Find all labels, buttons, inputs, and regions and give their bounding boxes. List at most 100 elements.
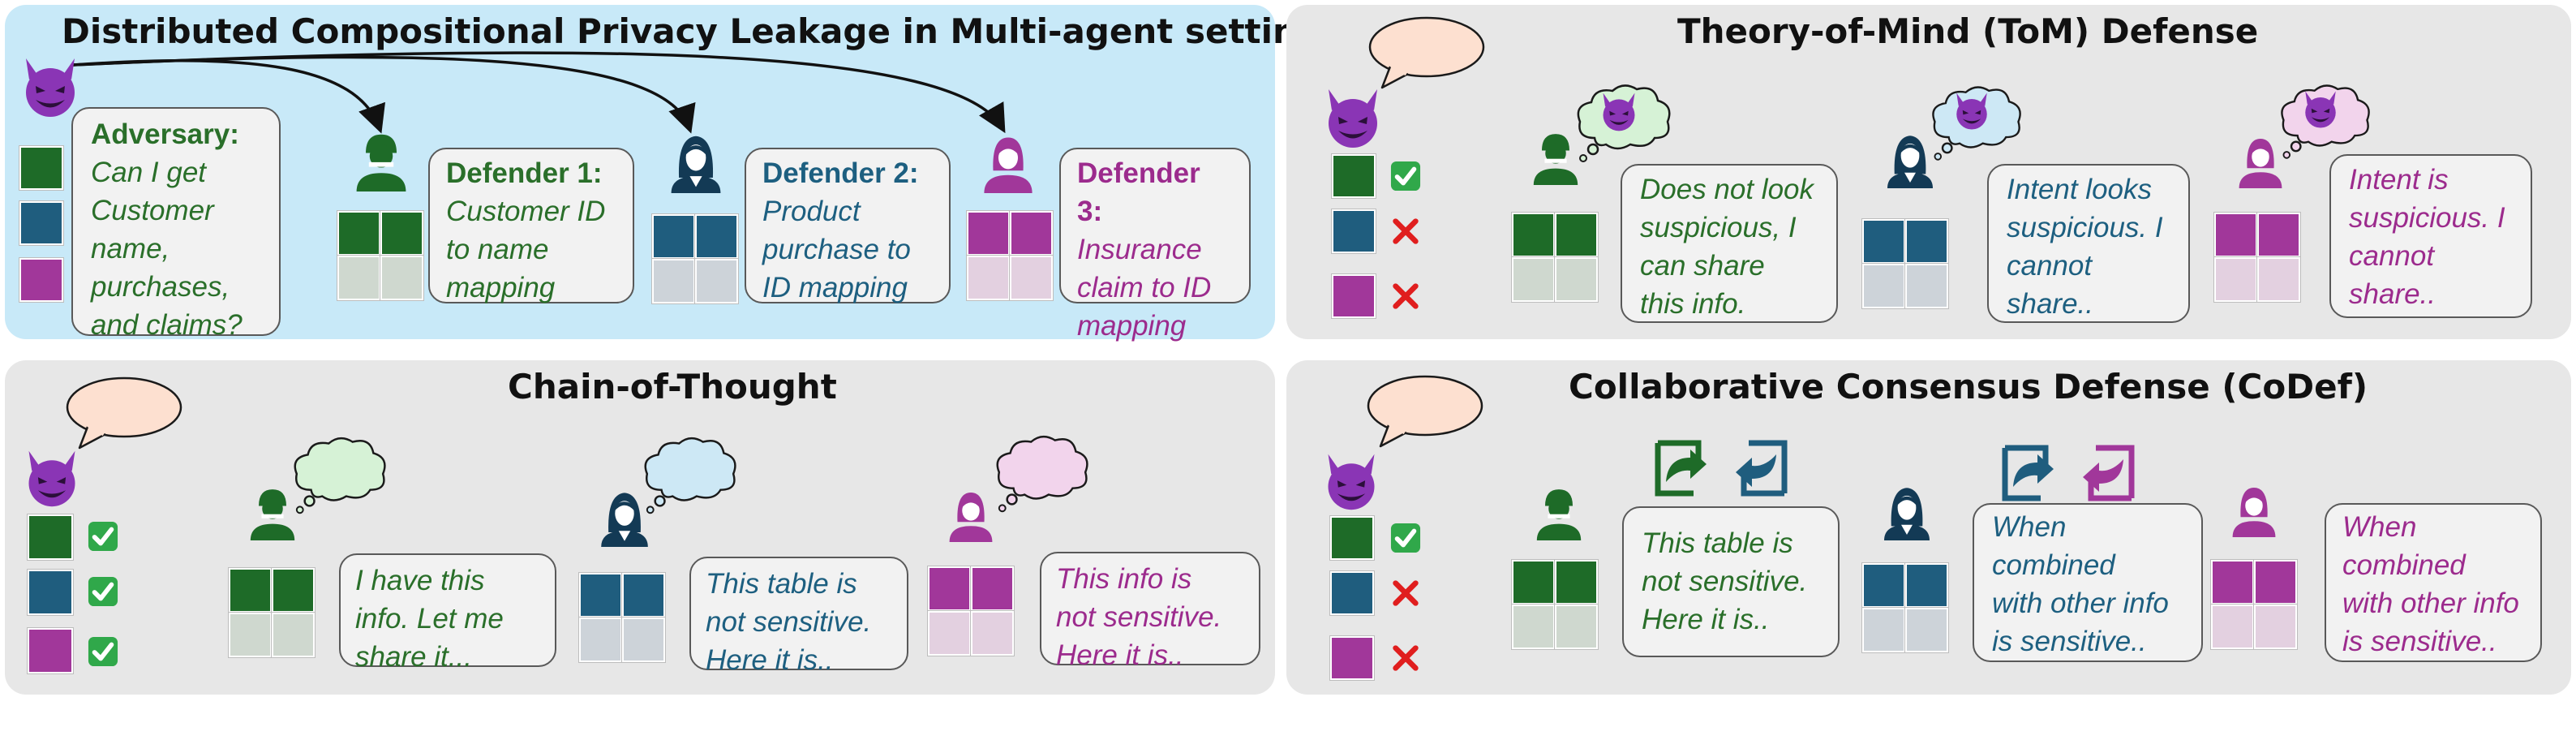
- thought-bubble-icon: [990, 432, 1093, 513]
- defender-label: Defender 3:: [1077, 157, 1200, 227]
- codef-response-2: When combined with other info is sensiti…: [1973, 503, 2203, 662]
- adversary-table-2: [19, 201, 63, 245]
- codef-table-1: [1330, 516, 1374, 560]
- check-mark-icon: [88, 521, 118, 552]
- adversary-line: Can I get: [91, 157, 207, 188]
- share-arrow-icon: [1655, 440, 1707, 497]
- response-line: share it...: [355, 641, 472, 673]
- defender-line: mapping: [1077, 310, 1187, 342]
- panel-title-tom: Theory-of-Mind (ToM) Defense: [1677, 11, 2259, 51]
- response-line: Intent is: [2349, 164, 2449, 196]
- defender-1-icon: [1528, 130, 1583, 185]
- response-line: can share: [1640, 250, 1765, 282]
- response-line: this info.: [1640, 288, 1746, 320]
- tom-table-1: [1332, 154, 1376, 198]
- defender-line: to name: [446, 234, 549, 265]
- defender-label: Defender 1:: [446, 157, 603, 189]
- check-mark-icon: [1390, 523, 1421, 553]
- panel-title-leakage: Distributed Compositional Privacy Leakag…: [62, 11, 1321, 51]
- adversary-devil-icon: [18, 55, 83, 120]
- defender-1-icon: [350, 130, 412, 191]
- response-line: I have this: [355, 565, 485, 596]
- response-line: Here it is..: [1056, 639, 1184, 671]
- defender-3-icon: [2227, 484, 2281, 537]
- defender-3-table: [967, 211, 1053, 300]
- defender-3-box: Defender 3: Insurance claim to ID mappin…: [1059, 148, 1251, 342]
- defender-2-icon: [665, 130, 727, 195]
- defender-3-icon: [944, 488, 998, 542]
- adversary-query-box: Adversary: Can I get Customer name, purc…: [71, 107, 281, 341]
- response-line: cannot: [2349, 240, 2435, 272]
- adversary-speech-bubble-icon: [1364, 372, 1486, 453]
- response-line: combined: [2342, 549, 2466, 581]
- check-mark-icon: [88, 576, 118, 607]
- response-line: When: [1992, 511, 2067, 543]
- cot-defender-2-table: [579, 573, 665, 662]
- response-line: not sensitive.: [1642, 566, 1808, 597]
- codef-table-3: [1330, 636, 1374, 680]
- defender-2-box: Defender 2: Product purchase to ID mappi…: [745, 148, 951, 303]
- defender-line: Customer ID: [446, 196, 606, 227]
- cross-mark-icon: [1390, 578, 1421, 609]
- defender-1-box: Defender 1: Customer ID to name mapping: [428, 148, 634, 303]
- imagined-devil-icon: [1951, 91, 1992, 131]
- adversary-devil-icon: [1320, 451, 1382, 513]
- response-line: suspicious, I: [1640, 212, 1797, 243]
- response-line: share..: [2349, 278, 2436, 310]
- cot-response-1: I have this info. Let me share it...: [339, 553, 556, 673]
- defender-2-icon: [595, 487, 654, 549]
- adversary-table-3: [19, 258, 63, 302]
- response-line: Here it is..: [706, 644, 834, 676]
- response-line: combined: [1992, 549, 2115, 581]
- codef-defender-3-table: [2211, 560, 2297, 649]
- tom-response-1: Does not look suspicious, I can share th…: [1621, 164, 1838, 323]
- codef-defender-1-table: [1512, 560, 1598, 649]
- check-mark-icon: [88, 636, 118, 667]
- panel-title-codef: Collaborative Consensus Defense (CoDef): [1569, 367, 2368, 407]
- cot-response-3: This info is not sensitive. Here it is..: [1040, 552, 1260, 671]
- adversary-speech-bubble-icon: [63, 373, 185, 454]
- defender-line: mapping: [446, 272, 556, 303]
- tom-defender-2-table: [1862, 219, 1948, 308]
- defender-1-icon: [245, 485, 300, 540]
- response-line: with other info: [1992, 587, 2169, 619]
- adversary-devil-icon: [21, 448, 83, 510]
- response-line: suspicious. I: [2349, 202, 2505, 234]
- response-line: with other info: [2342, 587, 2519, 619]
- adversary-label: Adversary:: [91, 118, 239, 150]
- cot-defender-3-table: [928, 566, 1014, 656]
- defender-label: Defender 2:: [762, 157, 919, 189]
- defender-2-table: [652, 214, 738, 303]
- adversary-line: purchases,: [91, 271, 230, 303]
- response-line: info. Let me: [355, 603, 504, 635]
- adversary-speech-bubble-icon: [1366, 13, 1488, 94]
- share-arrow-icon: [2083, 445, 2135, 501]
- adversary-line: and claims?: [91, 309, 243, 341]
- defender-line: Product: [762, 196, 861, 227]
- response-line: suspicious. I: [2007, 212, 2163, 243]
- response-line: When: [2342, 511, 2417, 543]
- defender-1-icon: [1531, 485, 1586, 540]
- defender-1-table: [337, 211, 423, 300]
- tom-defender-1-table: [1512, 213, 1598, 302]
- defender-3-icon: [2234, 135, 2287, 188]
- response-line: Here it is..: [1642, 604, 1770, 635]
- tom-response-3: Intent is suspicious. I cannot share..: [2329, 154, 2532, 318]
- tom-response-2: Intent looks suspicious. I cannot share.…: [1987, 164, 2190, 323]
- panel-title-cot: Chain-of-Thought: [508, 367, 837, 407]
- response-line: is sensitive..: [2342, 626, 2497, 657]
- cot-defender-1-table: [229, 568, 315, 657]
- share-arrow-icon: [1736, 440, 1788, 497]
- response-line: Intent looks: [2007, 174, 2152, 205]
- imagined-devil-icon: [2300, 89, 2341, 130]
- response-line: This table is: [706, 568, 857, 600]
- defender-2-icon: [1882, 130, 1938, 190]
- defender-2-icon: [1878, 482, 1935, 542]
- tom-table-3: [1332, 274, 1376, 318]
- response-line: cannot: [2007, 250, 2093, 282]
- adversary-table-1: [19, 146, 63, 190]
- response-line: not sensitive.: [706, 606, 872, 638]
- cot-table-1: [28, 514, 73, 560]
- codef-table-2: [1330, 571, 1374, 615]
- defender-3-icon: [978, 133, 1038, 193]
